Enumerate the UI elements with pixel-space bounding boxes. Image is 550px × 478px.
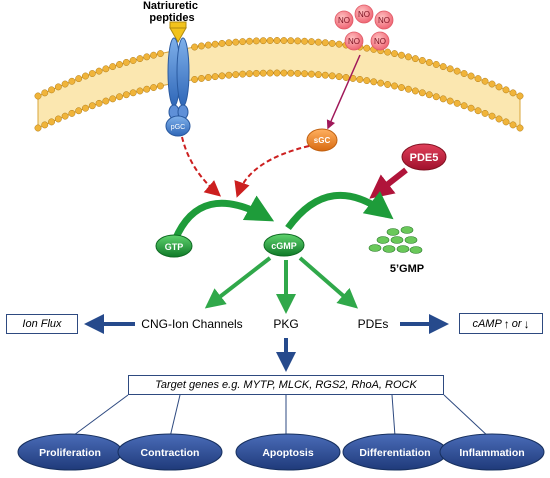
outcome-apoptosis: Apoptosis [235,433,341,471]
gmp-molecule-3 [390,236,404,244]
pgc-to-gtp-dashed-arrow [181,136,222,197]
no-label-0: NO [338,16,350,25]
target-genes-box: Target genes e.g. MYTP, MLCK, RGS2, RhoA… [128,375,444,395]
no-molecule-1: NO [354,4,374,24]
no-molecule-4: NO [370,31,390,51]
gtp-node [155,234,193,258]
outcome-label: Proliferation [39,447,101,459]
arrow-up-icon: ↑ [503,316,510,331]
outcome-label: Contraction [141,447,200,459]
pgc-label: pGC [171,124,185,131]
pde5-arrow [369,167,408,199]
outcome-contraction: Contraction [117,433,223,471]
gtp-to-cgmp-curved-arrow [171,195,275,242]
cgmp-to-cng-arrow [204,256,272,309]
no-molecule-2: NO [374,10,394,30]
no-label-3: NO [348,37,360,46]
gmp-molecule-8 [368,244,382,252]
outcome-differentiation: Differentiation [342,433,448,471]
outcome-label: Inflammation [459,447,524,459]
outcome-label: Differentiation [359,447,430,459]
camp-box: cAMP ↑ or ↓ [459,313,543,334]
gtp-label: GTP [165,242,184,252]
sgc-label: sGC [314,136,331,145]
pgc-node [165,115,191,137]
cell-membrane [34,37,524,132]
no-molecules: NO NO NO NO NO [334,4,394,51]
no-to-sgc-arrow [326,54,361,130]
gmp-molecule-5 [382,245,396,253]
pgc-receptor: pGC [165,21,191,137]
cng-channels-label: CNG-Ion Channels [141,317,242,331]
no-label-2: NO [378,16,390,25]
pkg-label: PKG [273,317,298,331]
gmp-molecule-1 [400,226,414,234]
cgmp-node [263,233,305,257]
no-molecule-3: NO [344,31,364,51]
pde5-label: PDE5 [410,152,439,164]
ion-flux-label: Ion Flux [22,318,62,330]
cgmp-to-5gmp-curved-arrow [285,191,394,231]
outcome-label: Apoptosis [262,447,313,459]
target-genes-label: Target genes e.g. MYTP, MLCK, RGS2, RhoA… [155,379,417,391]
5gmp-label: 5’GMP [390,263,424,275]
gmp-molecule-2 [376,236,390,244]
gmp-molecule-7 [409,246,423,254]
sgc-to-gtp-dashed-arrow [234,145,310,198]
sgc-node [306,128,338,152]
pdes-label: PDEs [358,317,389,331]
outcome-nodes: Proliferation Contraction Apoptosis Differe… [17,433,545,471]
cgmp-label: cGMP [271,241,297,251]
gmp-molecule-0 [386,228,400,236]
target-to-outcome-lines [69,394,491,439]
ion-flux-box: Ion Flux [6,314,78,334]
pde5-node [401,143,447,171]
outcome-inflammation: Inflammation [439,433,545,471]
cgmp-to-pdes-arrow [298,256,359,309]
natriuretic-peptides-label: Natriuretic peptides [143,0,201,24]
camp-or-label: or [511,317,522,330]
outcome-proliferation: Proliferation [17,433,123,471]
arrow-down-icon: ↓ [523,316,530,331]
no-label-1: NO [358,10,370,19]
no-molecule-0: NO [334,10,354,30]
camp-label: cAMP [472,317,502,330]
gmp-molecule-6 [396,245,410,253]
no-label-4: NO [374,37,386,46]
gmp-molecule-4 [404,236,418,244]
5gmp-molecule-cluster [368,226,423,254]
